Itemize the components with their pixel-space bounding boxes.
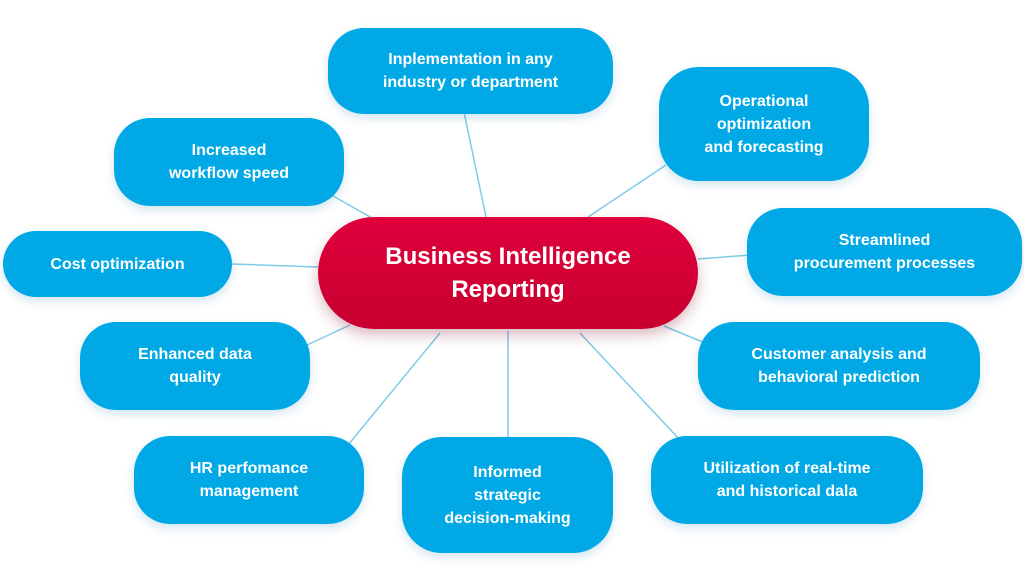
node-label-line: Streamlined bbox=[838, 232, 931, 249]
node-label-line: Customer analysis and bbox=[751, 346, 927, 363]
node-workflow: Increased workflow speed bbox=[114, 118, 344, 206]
node-label-line: optimization bbox=[716, 115, 812, 133]
node-label-line: Informed bbox=[473, 463, 542, 481]
node-operational: Operational optimization and forecasting bbox=[659, 67, 869, 181]
node-label-line: Operational bbox=[719, 92, 809, 110]
connector-utilization bbox=[579, 332, 681, 441]
connector-data-quality bbox=[304, 324, 351, 347]
connector-cost bbox=[231, 263, 319, 268]
node-customer: Customer analysis and behavioral predict… bbox=[698, 322, 980, 410]
node-implementation: Inplementation in any industry or depart… bbox=[328, 28, 613, 114]
node-label-line: decision-making bbox=[444, 509, 571, 527]
node-label-line: Inplementation in any bbox=[388, 51, 553, 68]
node-label-line: strategic bbox=[474, 486, 541, 504]
node-hr: HR perfomance management bbox=[134, 436, 364, 524]
connector-operational bbox=[587, 164, 667, 218]
node-cost: Cost optimization bbox=[3, 231, 232, 297]
node-label-line: HR perfomance bbox=[189, 460, 309, 477]
node-label-line: behavioral prediction bbox=[758, 369, 920, 386]
connector-streamlined bbox=[697, 254, 751, 260]
node-label-line: industry or department bbox=[382, 74, 559, 91]
connector-customer bbox=[663, 325, 706, 344]
node-label-line: procurement processes bbox=[793, 255, 976, 272]
central-topic: Business Intelligence Reporting bbox=[318, 217, 698, 329]
node-label-line: Cost optimization bbox=[50, 255, 185, 273]
node-label-line: Enhanced data bbox=[138, 346, 252, 363]
node-data-quality: Enhanced data quality bbox=[80, 322, 310, 410]
node-label-line: management bbox=[199, 483, 299, 500]
node-label-line: and historical dala bbox=[716, 483, 858, 500]
connector-hr bbox=[347, 332, 441, 446]
node-label-line: Utilization of real-time bbox=[703, 460, 871, 477]
node-label-line: workflow speed bbox=[168, 165, 290, 182]
connector-implementation bbox=[463, 111, 487, 218]
node-label-line: Increased bbox=[191, 142, 267, 159]
central-topic-line-1: Business Intelligence bbox=[385, 243, 631, 270]
node-informed: Informed strategic decision-making bbox=[402, 437, 613, 553]
connector-workflow bbox=[325, 191, 373, 219]
node-utilization: Utilization of real-time and historical … bbox=[651, 436, 923, 524]
central-topic-line-2: Reporting bbox=[451, 276, 565, 303]
node-streamlined: Streamlined procurement processes bbox=[747, 208, 1022, 296]
node-label-line: quality bbox=[169, 369, 221, 386]
node-label-line: and forecasting bbox=[704, 138, 824, 156]
